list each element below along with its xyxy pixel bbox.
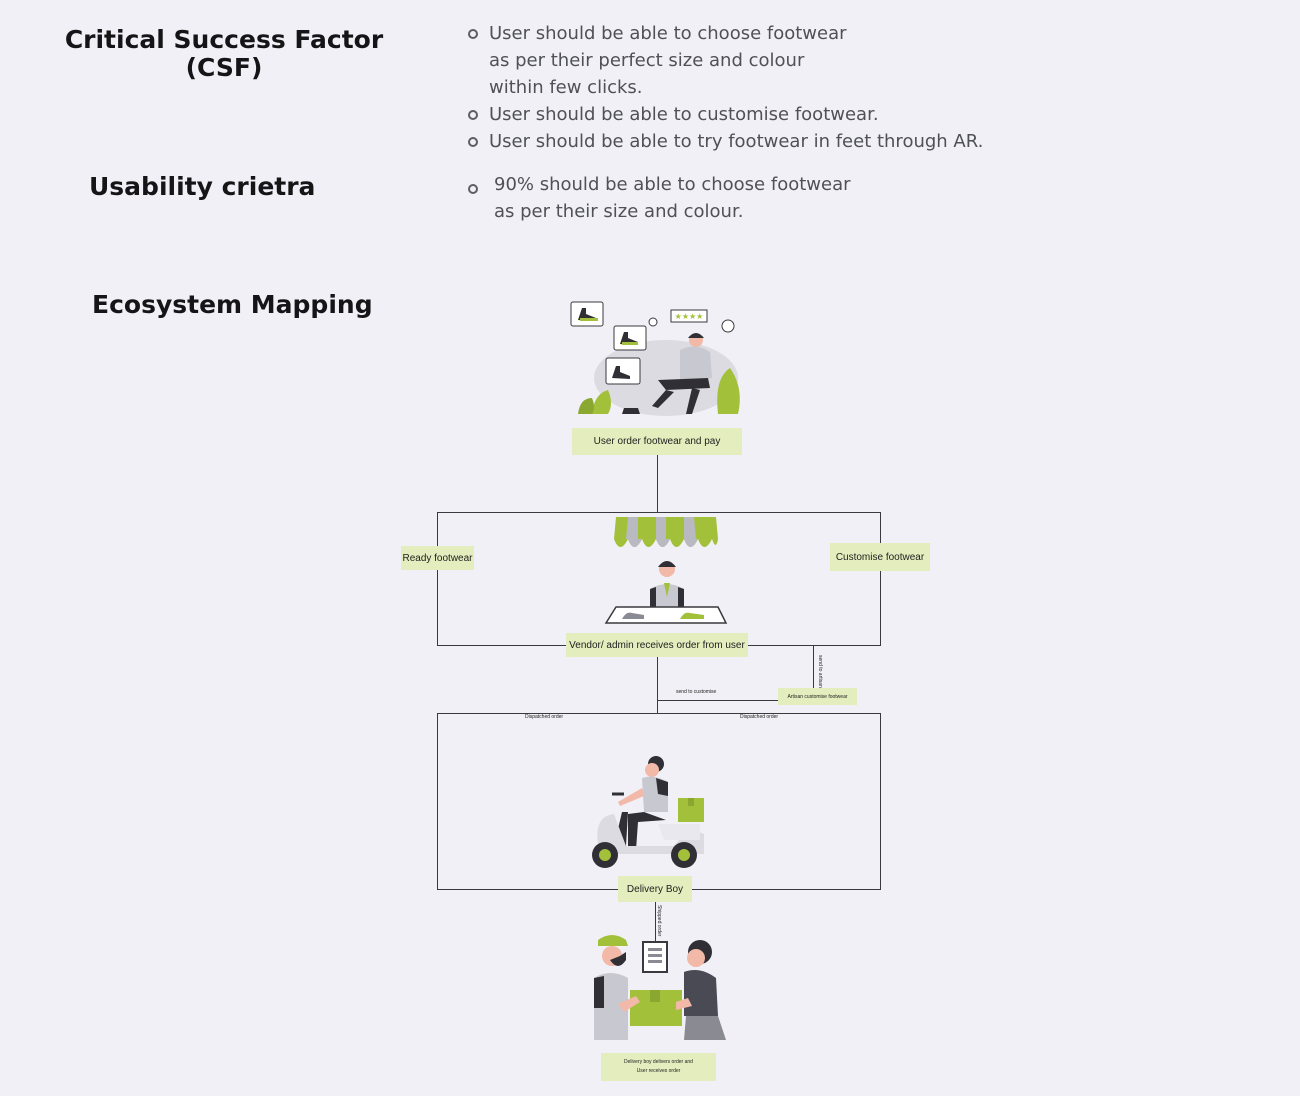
- bullet-icon: [468, 29, 478, 39]
- svg-text:★★★★: ★★★★: [675, 312, 704, 321]
- bullet-icon: [468, 110, 478, 120]
- connector-line: [657, 657, 658, 714]
- delivery-boy-label: Delivery Boy: [618, 876, 692, 902]
- ecosystem-heading: Ecosystem Mapping: [92, 290, 373, 319]
- ready-footwear-label: Ready footwear: [401, 546, 474, 570]
- connector-line: [657, 700, 779, 701]
- csf-item: User should be able to customise footwea…: [468, 101, 988, 128]
- artisan-customise-label: Artisan customise footwear: [778, 688, 857, 705]
- csf-list: User should be able to choose footwear a…: [468, 20, 988, 155]
- delivery-completed-line2: User receives order: [636, 1068, 681, 1074]
- handover-illustration: [594, 935, 726, 1040]
- connector-line: [655, 902, 656, 942]
- user-order-label: User order footwear and pay: [572, 428, 742, 455]
- delivery-completed-label: Delivery boy delivers order and User rec…: [601, 1053, 716, 1081]
- delivery-completed-line1: Delivery boy delivers order and: [624, 1059, 693, 1065]
- connector-line: [813, 645, 814, 688]
- bullet-icon: [468, 137, 478, 147]
- customise-footwear-label: Customise footwear: [830, 543, 930, 571]
- user-shopping-illustration: ★★★★: [570, 301, 740, 416]
- csf-item: User should be able to choose footwear a…: [468, 20, 859, 101]
- vendor-receives-label: Vendor/ admin receives order from user: [566, 633, 748, 657]
- usability-heading: Usability crietra: [89, 172, 316, 201]
- send-to-customise-label: send to customise: [676, 689, 717, 695]
- usability-list: 90% should be able to choose footwear as…: [468, 171, 868, 225]
- dispatched-order-label: Dispatched order: [525, 714, 564, 720]
- vendor-shop-illustration: [604, 517, 728, 624]
- bullet-icon: [468, 184, 478, 194]
- send-to-artisan-label: send to artisan: [817, 655, 823, 688]
- connector-line: [657, 455, 658, 513]
- csf-item: User should be able to try footwear in f…: [468, 128, 988, 155]
- csf-heading: Critical Success Factor (CSF): [64, 25, 384, 82]
- dispatched-order-label: Dispatched order: [740, 714, 779, 720]
- delivery-scooter-illustration: [592, 756, 704, 868]
- usability-item: 90% should be able to choose footwear as…: [468, 171, 854, 225]
